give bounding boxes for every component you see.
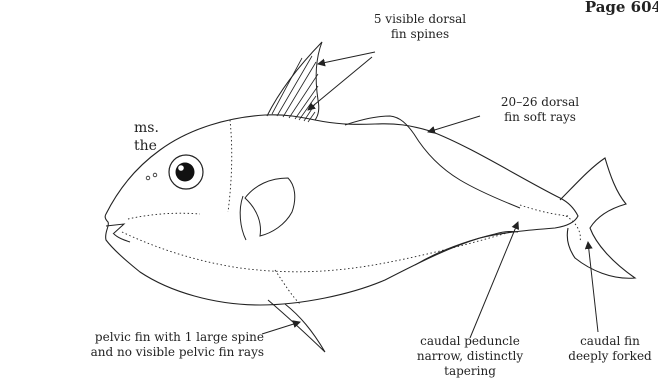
pectoral-fin-base [240,196,246,240]
label-pelvic-fin: pelvic fin with 1 large spine and no vis… [6,330,264,360]
mouth-line [106,224,124,234]
pelvic-fin [268,300,325,352]
fish-body-outline [105,115,578,305]
arrow-dorsal-spines-b [308,57,372,110]
dorsal-spines [272,56,318,122]
arrow-caudal [588,242,598,332]
arrow-pelvic [262,322,300,334]
label-dorsal-soft-rays: 20–26 dorsal fin soft rays [480,95,600,125]
mouth-underline [114,234,130,242]
dotted-contours [122,120,580,304]
label-caudal-peduncle: caudal peduncle narrow, distinctly taper… [400,334,540,379]
label-caudal-fin: caudal fin deeply forked [560,334,658,364]
label-dorsal-spines: 5 visible dorsal fin spines [350,12,490,42]
arrow-dorsal-rays [428,116,480,132]
caudal-fin-outline [560,158,635,278]
nostril-2 [146,176,150,180]
eye-pupil [176,163,195,182]
eye-highlight [178,165,184,171]
pectoral-fin [245,178,295,236]
nostril-1 [153,173,157,177]
